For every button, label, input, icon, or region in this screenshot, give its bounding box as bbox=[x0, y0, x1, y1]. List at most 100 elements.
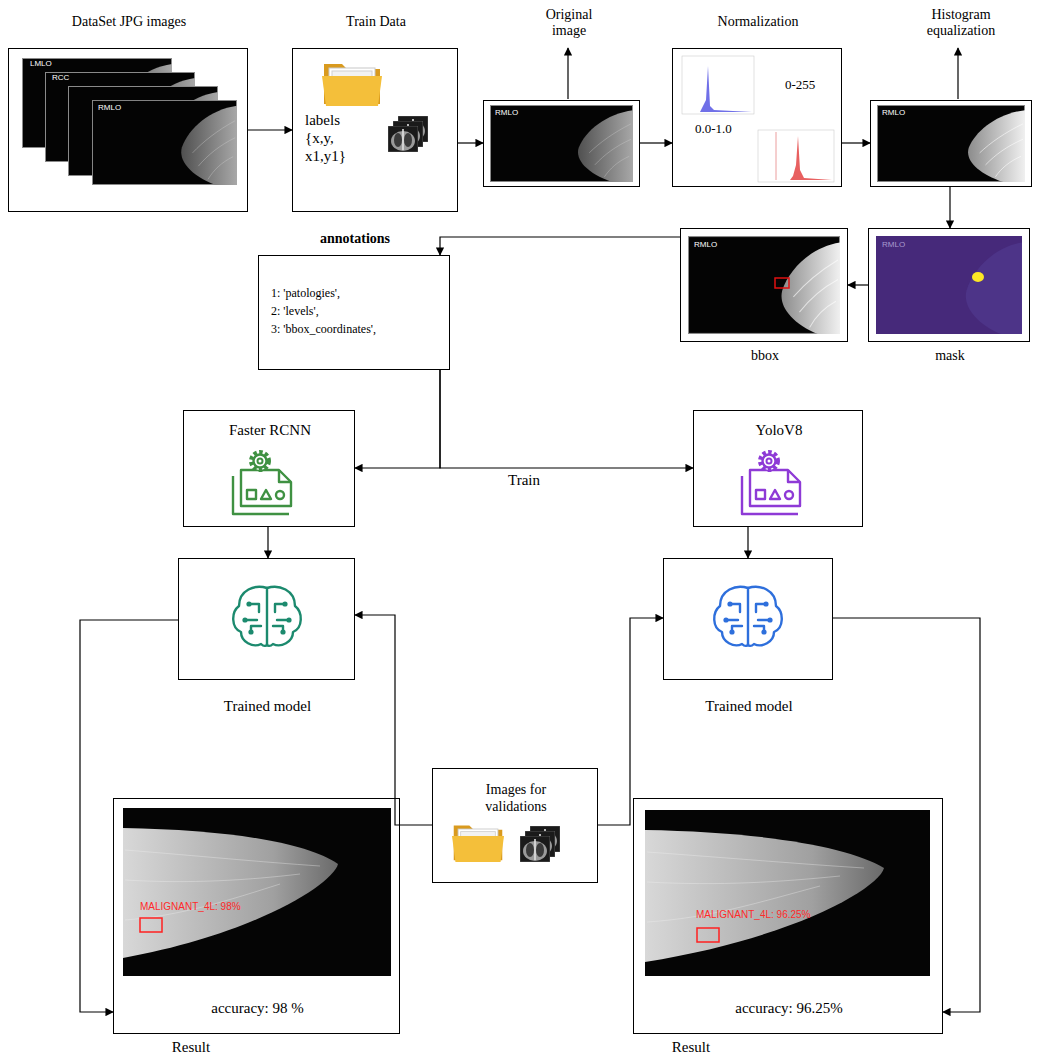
text-slot: mask bbox=[869, 347, 1031, 364]
text-slot: Images for validations bbox=[466, 781, 566, 815]
text-slot: accuracy: 98 % bbox=[114, 999, 401, 1017]
text-slot: accuracy: 96.25% bbox=[634, 999, 944, 1017]
node-label: Images for validations bbox=[485, 782, 546, 814]
image-label: RMLO bbox=[495, 108, 518, 118]
image-label: MALIGNANT_4L: 98% bbox=[140, 901, 241, 913]
image-label-text: RMLO bbox=[98, 103, 121, 112]
original-mammogram bbox=[490, 105, 633, 182]
image-label: MALIGNANT_4L: 96.25% bbox=[696, 909, 811, 921]
node-label: Trained model bbox=[224, 698, 311, 714]
model-icons bbox=[233, 452, 800, 514]
connector-arrow bbox=[949, 187, 950, 228]
edge-label-text: Train bbox=[506, 472, 542, 488]
node-label: 0.0-1.0 bbox=[695, 121, 732, 136]
result-image bbox=[123, 808, 391, 976]
train-data-icons bbox=[322, 64, 428, 152]
node-label: Histogram equalization bbox=[927, 7, 995, 38]
leader-arrow bbox=[567, 48, 568, 99]
node-label: mask bbox=[935, 348, 965, 363]
mask-image bbox=[876, 236, 1022, 334]
node-label: Result bbox=[172, 1039, 210, 1055]
result-image bbox=[140, 918, 162, 932]
connector-arrow bbox=[440, 237, 680, 255]
annotations-box: annotations1: 'patologies',2: 'levels',3… bbox=[258, 255, 450, 370]
text-slot: Normalization bbox=[673, 13, 843, 30]
result-image bbox=[123, 808, 391, 976]
connector-arrow bbox=[598, 618, 663, 825]
text-slot: 1: 'patologies', bbox=[271, 286, 446, 300]
bbox-image bbox=[689, 237, 840, 334]
trained-model-icons bbox=[233, 587, 782, 646]
histogram-charts bbox=[682, 56, 834, 182]
node-label: annotations bbox=[320, 231, 390, 246]
node-label: YoloV8 bbox=[756, 422, 803, 438]
connector-arrow bbox=[833, 618, 980, 1012]
result-image bbox=[645, 810, 930, 976]
connector-arrow bbox=[640, 142, 672, 143]
trained-model-box: Trained model bbox=[178, 558, 355, 680]
text-slot: DataSet JPG images bbox=[9, 13, 249, 30]
node-label: 1: 'patologies', bbox=[271, 286, 340, 300]
result-image bbox=[697, 928, 719, 942]
connector-arrow bbox=[440, 370, 693, 468]
model-icons bbox=[233, 452, 291, 514]
connector-arrow bbox=[248, 129, 292, 130]
result-image bbox=[123, 828, 338, 958]
image-label: RCC bbox=[52, 73, 69, 83]
text-slot: Original image bbox=[533, 7, 605, 39]
leader-arrow bbox=[568, 48, 958, 99]
histogram-charts bbox=[760, 136, 832, 180]
histogram-charts bbox=[758, 130, 834, 182]
validation-icons bbox=[452, 826, 504, 862]
validation-icons bbox=[520, 836, 550, 862]
image-label-text: RMLO bbox=[495, 108, 518, 117]
validation-icons bbox=[452, 826, 560, 862]
connector-arrow bbox=[80, 620, 178, 1012]
mask-image bbox=[972, 272, 984, 282]
result-image bbox=[647, 852, 864, 922]
connector-arrow bbox=[355, 615, 432, 825]
dataset-stack bbox=[23, 59, 238, 186]
node-label: accuracy: 96.25% bbox=[735, 1000, 842, 1016]
image-label-text: RCC bbox=[52, 73, 69, 82]
trained-model-icons bbox=[714, 587, 782, 646]
model-box: Faster RCNN bbox=[183, 410, 355, 527]
train-data-box: Train Datalabels {x,y, x1,y1} bbox=[292, 48, 458, 212]
text-slot: 0-255 bbox=[785, 77, 837, 92]
validation-box: Images for validations bbox=[432, 768, 598, 883]
node-label: Normalization bbox=[718, 14, 799, 29]
train-data-icons bbox=[388, 126, 418, 152]
connector-arrow bbox=[458, 142, 483, 143]
text-slot: annotations bbox=[259, 230, 451, 247]
text-slot: Trained model bbox=[664, 697, 834, 715]
train-data-icons bbox=[322, 64, 382, 106]
text-slot: bbox bbox=[681, 347, 849, 364]
histogram-charts bbox=[776, 132, 777, 180]
image-label-text: RMLO bbox=[882, 108, 905, 117]
dataset-box: DataSet JPG images bbox=[8, 48, 248, 212]
text-slot: 3: 'bbox_coordinates', bbox=[271, 322, 446, 336]
connector-arrow bbox=[842, 142, 870, 143]
text-slot: Histogram equalization bbox=[916, 7, 1006, 39]
bbox-image bbox=[689, 237, 840, 334]
result-image bbox=[645, 830, 884, 962]
histogram-charts bbox=[682, 56, 754, 114]
image-label: RMLO bbox=[98, 103, 121, 113]
equalized-mammogram bbox=[877, 105, 1025, 182]
image-label-text: RMLO bbox=[694, 240, 717, 249]
node-label: DataSet JPG images bbox=[72, 14, 186, 29]
histogram-charts bbox=[684, 66, 752, 112]
image-label-text: RMLO bbox=[882, 240, 905, 249]
text-slot: Train Data bbox=[293, 13, 459, 30]
node-label: Trained model bbox=[705, 698, 792, 714]
leader-arrow bbox=[957, 48, 958, 99]
node-label: Result bbox=[672, 1039, 710, 1055]
image-label: RMLO bbox=[882, 108, 905, 118]
result-image bbox=[125, 850, 320, 920]
node-label: accuracy: 98 % bbox=[211, 1000, 303, 1016]
connector-arrow bbox=[747, 527, 748, 558]
result-image bbox=[645, 810, 930, 976]
